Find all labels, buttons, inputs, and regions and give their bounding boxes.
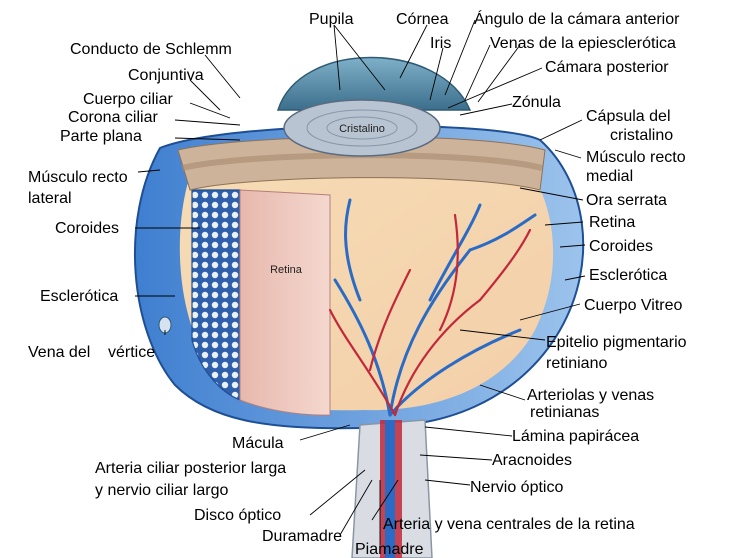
label-ora-serrata: Ora serrata [586,192,667,209]
leader-lines [135,19,586,545]
label-arteriolas-2: retinianas [530,404,599,421]
label-lamina: Lámina papirácea [512,428,639,445]
label-epitelio-1: Epitelio pigmentario [546,334,687,351]
label-coroides-right: Coroides [589,238,653,255]
label-recto-medial-2: medial [586,168,633,185]
label-pupila: Pupila [309,11,354,28]
label-arteria-ciliar-1: Arteria ciliar posterior larga [95,460,286,477]
label-camara-posterior: Cámara posterior [545,59,669,76]
lens [283,99,441,157]
label-parte-plana: Parte plana [60,128,142,145]
label-coroides-left: Coroides [55,220,119,237]
retinal-arteries [328,213,532,417]
label-cuerpo-vitreo: Cuerpo Vitreo [584,297,683,314]
label-vena-vertice-2: vértice [108,344,155,361]
label-corona-ciliar: Corona ciliar [68,109,158,126]
retina-inner-label: Retina [270,264,303,276]
label-retina: Retina [589,214,635,231]
label-epitelio-2: retiniano [546,355,607,372]
label-schlemm: Conducto de Schlemm [70,41,232,58]
label-zonula: Zónula [512,94,561,111]
label-arteria-central: Arteria y vena centrales de la retina [383,516,635,533]
label-recto-medial-1: Músculo recto [586,149,686,166]
label-esclerotica-right: Esclerótica [589,267,667,284]
label-cuerpo-ciliar: Cuerpo ciliar [83,91,173,108]
label-angulo: Ángulo de la cámara anterior [474,9,680,28]
label-capsula-1: Cápsula del [586,108,671,125]
retinal-veins [333,198,537,417]
lens-label: Cristalino [339,123,385,135]
label-iris: Iris [430,35,451,52]
ciliary-band [177,136,546,191]
label-piamadre: Piamadre [355,541,424,558]
label-recto-lateral-2: lateral [28,190,72,207]
label-arteria-ciliar-2: y nervio ciliar largo [95,482,228,499]
label-aracnoides: Aracnoides [492,452,572,469]
retina-flap [239,189,331,416]
label-conjuntiva: Conjuntiva [128,67,204,84]
label-vena-vertice-1: Vena del [28,344,90,361]
label-macula: Mácula [232,435,284,452]
label-recto-lateral-1: Músculo recto [28,169,128,186]
label-duramadre: Duramadre [262,528,342,545]
label-cornea: Córnea [396,11,449,28]
cornea-dome [276,56,472,111]
label-disco-optico: Disco óptico [194,507,281,524]
label-nervio-optico: Nervio óptico [470,479,563,496]
label-arteriolas-1: Arteriolas y venas [527,387,654,404]
label-capsula-2: cristalino [610,127,673,144]
label-esclerotica-left: Esclerótica [40,288,118,305]
label-venas-episclerotica: Venas de la epiesclerótica [490,35,676,52]
